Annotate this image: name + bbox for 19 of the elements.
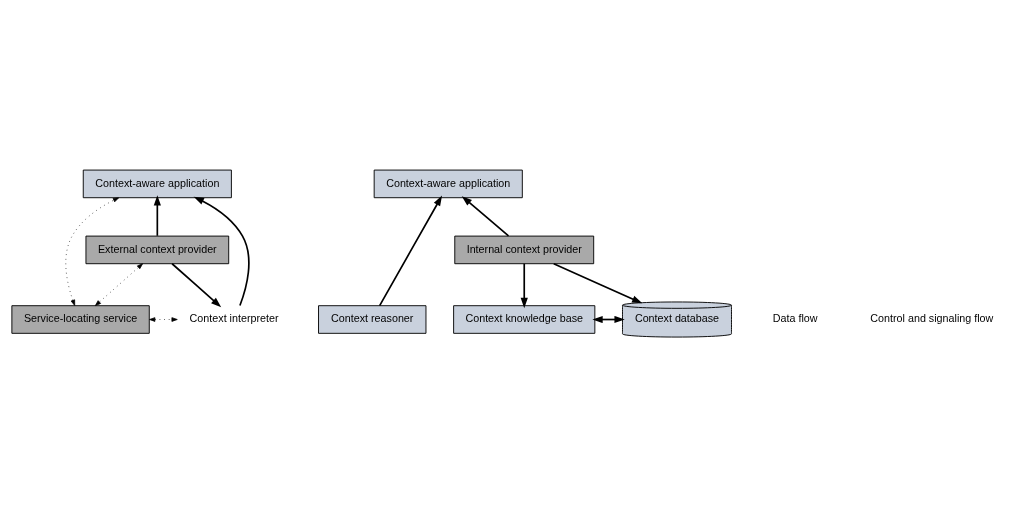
- node-box: Internal context provider: [454, 235, 595, 265]
- node-box: External context provider: [85, 235, 230, 265]
- legend-label: Control and signaling flow: [870, 312, 994, 325]
- arrow: [378, 195, 443, 307]
- node-box: Service-locating service: [11, 305, 150, 334]
- legend-label: Data flow: [772, 312, 818, 325]
- arrow: [552, 262, 643, 304]
- node-box: Context knowledge base: [453, 305, 596, 334]
- node-box: Context-aware application: [82, 169, 232, 199]
- arrow: [95, 263, 143, 306]
- arrow: [193, 196, 250, 307]
- node-text: Context interpreter: [189, 312, 279, 325]
- arrow: [461, 196, 510, 237]
- arrow: [520, 262, 528, 309]
- node-box: Context-aware application: [373, 169, 523, 199]
- arrow: [171, 262, 222, 308]
- arrow: [153, 195, 161, 237]
- arrow: [65, 197, 120, 306]
- node-box: Context reasoner: [318, 305, 427, 334]
